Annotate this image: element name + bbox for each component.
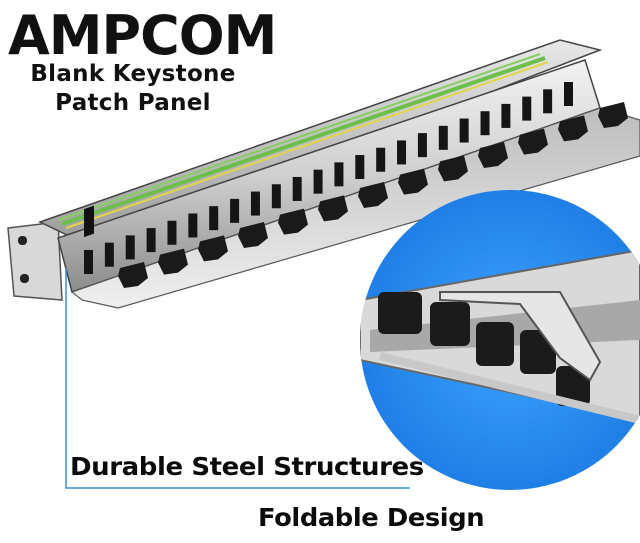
cable-clip [358, 182, 388, 208]
keystone-slot [125, 235, 135, 260]
keystone-slot [417, 133, 427, 158]
keystone-slot-row [84, 205, 94, 238]
rack-ear-left [7, 221, 63, 301]
product-title-line2: Patch Panel [55, 90, 211, 116]
cable-clips [118, 102, 628, 288]
keystone-slot [104, 242, 114, 267]
keystone-slot [230, 198, 240, 223]
keystone-slots [84, 82, 573, 274]
cable-clip [198, 235, 228, 262]
product-title-line1: Blank Keystone [30, 61, 236, 87]
cable-clip [438, 155, 468, 182]
feature-foldable-caption: Foldable Design [258, 503, 485, 532]
keystone-slot [355, 155, 365, 180]
panel-back-plate [38, 39, 603, 247]
cable-clip [158, 248, 188, 275]
keystone-slot [522, 96, 532, 121]
cable-clip [598, 102, 628, 128]
feature-steel-caption: Durable Steel Structures [70, 452, 424, 481]
callout-pointer [65, 268, 410, 489]
cable-clip [318, 195, 348, 222]
keystone-slot [84, 250, 93, 274]
cable-clip [478, 142, 508, 168]
keystone-slot [543, 89, 553, 114]
keystone-slot [376, 147, 386, 172]
keystone-slot [564, 82, 573, 106]
keystone-slot [292, 176, 302, 201]
cable-clip [518, 128, 548, 155]
keystone-slot [313, 169, 323, 194]
keystone-slot [501, 103, 511, 128]
keystone-slot [167, 220, 177, 245]
product-title: Blank Keystone Patch Panel [18, 60, 248, 118]
cable-clip [278, 208, 308, 235]
cable-clip [558, 115, 588, 142]
keystone-slot [271, 184, 281, 209]
foldable-detail-zoom [360, 190, 640, 490]
keystone-slot [209, 206, 219, 231]
keystone-slot [334, 162, 344, 187]
keystone-slot [188, 213, 198, 238]
keystone-slot [438, 125, 448, 150]
keystone-slot [459, 118, 469, 143]
keystone-slot [250, 191, 260, 216]
ampcom-logo: AMPCOM [8, 4, 277, 67]
svg-text:AMPCOM: AMPCOM [8, 4, 276, 67]
keystone-slot [480, 111, 490, 136]
cable-clip [398, 168, 428, 195]
keystone-slot [397, 140, 407, 165]
cable-clip [238, 222, 268, 248]
cable-clip [118, 262, 148, 288]
keystone-slot [146, 228, 156, 253]
